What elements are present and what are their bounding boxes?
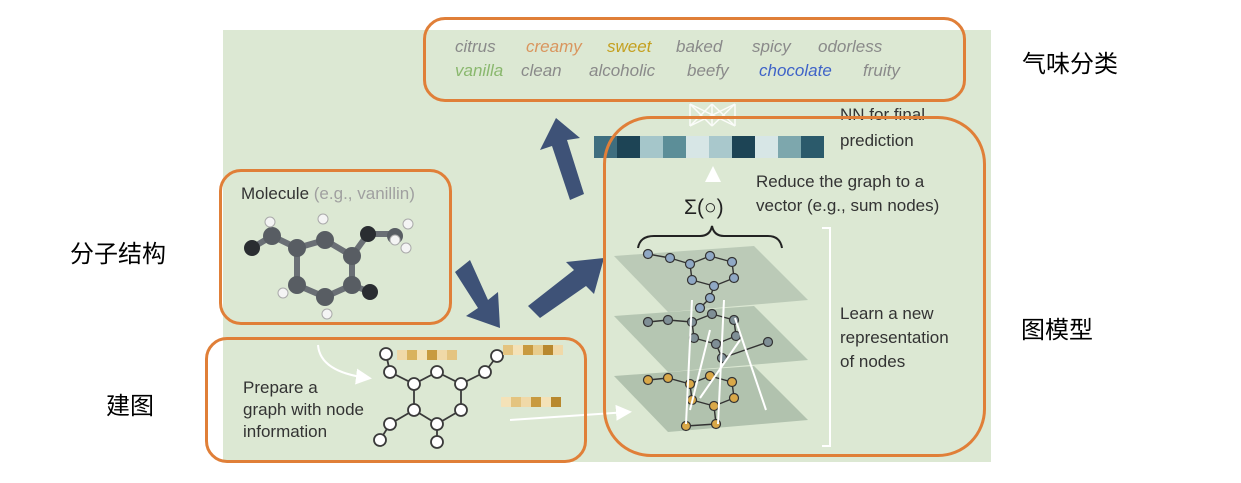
odor-word: clean bbox=[521, 61, 562, 80]
prepare-line-3: information bbox=[243, 422, 328, 441]
node-feature-strips bbox=[397, 345, 563, 407]
layer-node bbox=[726, 256, 738, 268]
layer-node bbox=[642, 248, 654, 260]
graph-layer-top bbox=[614, 246, 808, 312]
layer-node bbox=[694, 302, 706, 314]
layer-node bbox=[708, 280, 720, 292]
layer-node bbox=[710, 338, 722, 350]
prepare-line-1: Prepare a bbox=[243, 378, 318, 397]
odor-word: sweet bbox=[607, 37, 652, 56]
reduce-line-2: vector (e.g., sum nodes) bbox=[756, 196, 940, 215]
label-graph-building: 建图 bbox=[106, 392, 154, 420]
graph-model-box bbox=[603, 116, 986, 457]
layer-node bbox=[762, 336, 774, 348]
layer-node bbox=[704, 250, 716, 262]
odor-word: fruity bbox=[863, 61, 900, 80]
layer-node bbox=[642, 374, 654, 386]
molecule-box bbox=[219, 169, 452, 325]
nn-text: NN for final prediction bbox=[840, 102, 925, 154]
odor-classes-box bbox=[423, 17, 966, 102]
layer-node bbox=[704, 292, 716, 304]
nn-line-2: prediction bbox=[840, 131, 914, 150]
molecule-label: Molecule bbox=[241, 184, 310, 203]
layer-node bbox=[728, 392, 740, 404]
odor-word: citrus bbox=[455, 37, 496, 56]
layer-node bbox=[662, 314, 674, 326]
learn-text: Learn a new representation of nodes bbox=[840, 302, 949, 374]
diagram-panel bbox=[223, 30, 991, 462]
molecule-to-graph-arrow bbox=[317, 344, 372, 385]
sigma-text: Σ(○) bbox=[684, 196, 724, 219]
layer-connections bbox=[685, 299, 767, 425]
nn-connections bbox=[689, 103, 736, 127]
graph-layer-middle bbox=[614, 306, 808, 372]
prepare-text: Prepare a graph with node information bbox=[243, 377, 364, 443]
label-graph-model: 图模型 bbox=[1021, 316, 1093, 344]
vector-cell bbox=[732, 136, 755, 158]
vector-cell bbox=[801, 136, 824, 158]
layer-node bbox=[662, 372, 674, 384]
vector-cell bbox=[663, 136, 686, 158]
flow-arrow-down bbox=[455, 260, 500, 328]
odor-word: creamy bbox=[526, 37, 582, 56]
odor-word: odorless bbox=[818, 37, 883, 56]
prepare-line-2: graph with node bbox=[243, 400, 364, 419]
layer-node bbox=[726, 376, 738, 388]
molecule-example: (e.g., vanillin) bbox=[309, 184, 415, 203]
reduce-text: Reduce the graph to a vector (e.g., sum … bbox=[756, 170, 939, 218]
odor-word: vanilla bbox=[455, 61, 504, 80]
odor-word: baked bbox=[676, 37, 723, 56]
vector-cell bbox=[709, 136, 732, 158]
layer-node bbox=[684, 258, 696, 270]
vector-cell bbox=[778, 136, 801, 158]
graph-layer-bottom bbox=[614, 366, 808, 432]
learn-line-3: of nodes bbox=[840, 352, 906, 371]
odor-word: spicy bbox=[752, 37, 791, 56]
flow-arrow-up-right bbox=[528, 258, 604, 318]
nn-line-1: NN for final bbox=[840, 105, 926, 124]
layer-node bbox=[728, 272, 740, 284]
layer-node bbox=[642, 316, 654, 328]
vector-cell bbox=[686, 136, 709, 158]
learn-line-2: representation bbox=[840, 328, 949, 347]
odor-word: alcoholic bbox=[589, 61, 656, 80]
label-molecular-structure: 分子结构 bbox=[70, 240, 166, 268]
layer-node bbox=[686, 274, 698, 286]
graph-building-box bbox=[205, 337, 587, 463]
learn-line-1: Learn a new bbox=[840, 304, 934, 323]
molecule-title: Molecule (e.g., vanillin) bbox=[241, 182, 415, 206]
label-odor-classes: 气味分类 bbox=[1022, 50, 1118, 78]
odor-word: chocolate bbox=[759, 61, 832, 80]
vector-cell bbox=[755, 136, 778, 158]
odor-word: beefy bbox=[687, 61, 729, 80]
reduce-line-1: Reduce the graph to a bbox=[756, 172, 925, 191]
layer-bracket bbox=[822, 227, 831, 447]
vanillin-molecule bbox=[244, 213, 414, 320]
layer-node bbox=[706, 308, 718, 320]
flow-arrow-up bbox=[540, 118, 584, 200]
sum-brace bbox=[637, 225, 783, 249]
layer-node bbox=[664, 252, 676, 264]
node-graph bbox=[373, 347, 504, 449]
